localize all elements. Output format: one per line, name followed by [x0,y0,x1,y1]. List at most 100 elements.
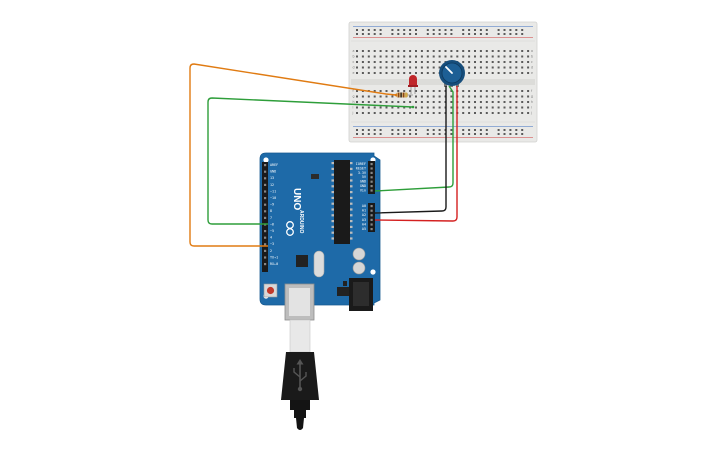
rail-hole[interactable] [409,133,412,135]
breadboard-hole[interactable] [485,95,488,98]
breadboard-hole[interactable] [497,106,500,109]
breadboard-hole[interactable] [385,66,388,69]
breadboard-hole[interactable] [497,72,500,74]
breadboard-hole[interactable] [503,95,506,98]
rail-hole[interactable] [432,29,435,31]
breadboard-hole[interactable] [491,55,494,58]
breadboard-hole[interactable] [491,101,494,103]
rail-hole[interactable] [409,29,412,31]
breadboard-hole[interactable] [497,112,500,114]
breadboard-hole[interactable] [485,50,488,52]
rail-hole[interactable] [462,129,465,131]
breadboard-hole[interactable] [462,112,465,114]
breadboard-hole[interactable] [503,50,506,52]
rail-hole[interactable] [373,33,376,35]
breadboard-hole[interactable] [474,66,476,69]
breadboard-hole[interactable] [403,50,406,52]
breadboard-hole[interactable] [379,101,382,103]
rail-hole[interactable] [361,33,364,35]
breadboard-hole[interactable] [379,61,382,63]
rail-hole[interactable] [450,129,453,131]
breadboard-hole[interactable] [420,95,423,98]
rail-hole[interactable] [479,29,482,31]
rail-hole[interactable] [438,33,441,35]
breadboard-hole[interactable] [403,90,406,92]
breadboard-hole[interactable] [503,61,506,63]
rail-hole[interactable] [474,133,476,135]
rail-hole[interactable] [391,129,394,131]
breadboard-hole[interactable] [497,95,500,98]
rail-hole[interactable] [479,129,482,131]
rail-hole[interactable] [438,133,441,135]
rail-hole[interactable] [485,33,488,35]
breadboard-hole[interactable] [373,55,376,58]
breadboard-hole[interactable] [503,55,506,58]
rail-hole[interactable] [361,129,364,131]
breadboard-hole[interactable] [397,106,400,109]
breadboard-hole[interactable] [403,66,406,69]
breadboard-hole[interactable] [456,50,459,52]
breadboard-hole[interactable] [379,50,382,52]
rail-hole[interactable] [468,33,471,35]
analog-header[interactable] [368,203,375,232]
breadboard-hole[interactable] [509,90,512,92]
breadboard-holes[interactable] [356,29,530,135]
breadboard-hole[interactable] [515,106,518,109]
breadboard-hole[interactable] [485,106,488,109]
breadboard-hole[interactable] [426,72,429,74]
rail-hole[interactable] [403,133,406,135]
breadboard-hole[interactable] [497,66,500,69]
breadboard-hole[interactable] [521,90,524,92]
breadboard-hole[interactable] [515,90,518,92]
rail-hole[interactable] [450,29,453,31]
breadboard-hole[interactable] [361,112,364,114]
rail-hole[interactable] [397,29,400,31]
breadboard-hole[interactable] [503,72,506,74]
rail-hole[interactable] [367,133,370,135]
potentiometer[interactable] [439,60,465,87]
breadboard-hole[interactable] [409,55,412,58]
breadboard-hole[interactable] [527,95,530,98]
breadboard-hole[interactable] [509,106,512,109]
breadboard-hole[interactable] [503,112,506,114]
breadboard-hole[interactable] [444,55,447,58]
breadboard-hole[interactable] [397,61,400,63]
breadboard-hole[interactable] [403,112,406,114]
rail-hole[interactable] [432,33,435,35]
breadboard-hole[interactable] [373,72,376,74]
breadboard-hole[interactable] [527,55,530,58]
breadboard-hole[interactable] [385,106,388,109]
rail-hole[interactable] [515,33,518,35]
rail-hole[interactable] [379,33,382,35]
breadboard-hole[interactable] [527,90,530,92]
breadboard-hole[interactable] [462,55,465,58]
rail-hole[interactable] [479,133,482,135]
rail-hole[interactable] [450,133,453,135]
breadboard-hole[interactable] [438,90,441,92]
breadboard-hole[interactable] [361,61,364,63]
breadboard-hole[interactable] [367,55,370,58]
rail-hole[interactable] [509,133,512,135]
breadboard-hole[interactable] [509,95,512,98]
wire-orange-pin13[interactable] [189,63,397,247]
rail-hole[interactable] [462,33,465,35]
breadboard-hole[interactable] [391,61,394,63]
breadboard-hole[interactable] [409,66,412,69]
breadboard-hole[interactable] [432,50,435,52]
breadboard-hole[interactable] [468,112,471,114]
rail-hole[interactable] [397,133,400,135]
rail-hole[interactable] [474,33,476,35]
rail-hole[interactable] [503,129,506,131]
breadboard-hole[interactable] [426,106,429,109]
breadboard-hole[interactable] [420,66,423,69]
rail-hole[interactable] [485,129,488,131]
breadboard-hole[interactable] [426,55,429,58]
breadboard-hole[interactable] [491,50,494,52]
breadboard-hole[interactable] [420,106,423,109]
breadboard-hole[interactable] [397,55,400,58]
breadboard-hole[interactable] [491,72,494,74]
rail-hole[interactable] [391,133,394,135]
breadboard-hole[interactable] [356,101,358,103]
breadboard-hole[interactable] [385,55,388,58]
